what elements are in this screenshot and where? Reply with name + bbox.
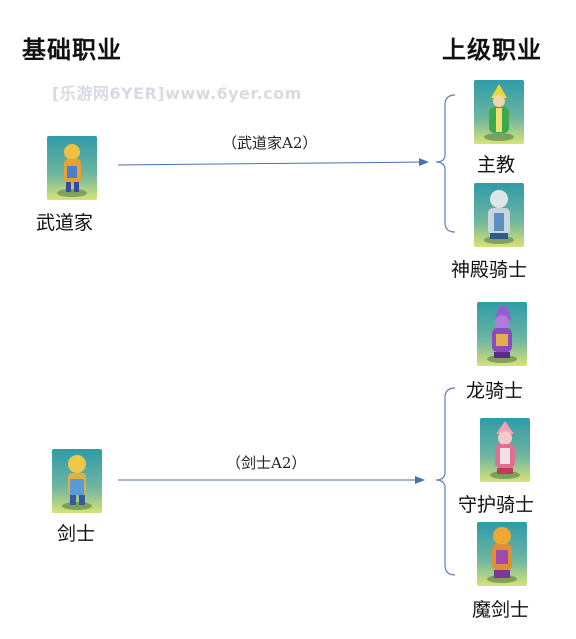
martial-artist-sprite xyxy=(47,136,97,200)
watermark: [乐游网6YER]www.6yer.com xyxy=(52,84,302,103)
advanced-class-header: 上级职业 xyxy=(442,36,542,64)
temple-knight-label: 神殿骑士 xyxy=(451,259,528,281)
martial-artist-label: 武道家 xyxy=(36,212,94,234)
guardian-knight-sprite xyxy=(480,418,530,482)
edge-label-martial-artist: （武道家A2） xyxy=(222,134,318,152)
bracket-martial-artist xyxy=(435,94,456,233)
dragon-knight-sprite xyxy=(477,302,527,366)
temple-knight-sprite xyxy=(474,183,524,247)
base-class-header: 基础职业 xyxy=(22,36,122,64)
swordsman-label: 剑士 xyxy=(57,523,96,545)
bracket-swordsman xyxy=(435,387,456,576)
edge-label-swordsman: （剑士A2） xyxy=(226,454,307,472)
guardian-knight-label: 守护骑士 xyxy=(458,494,535,516)
dragon-knight-label: 龙骑士 xyxy=(466,380,524,402)
arrow-martial-artist xyxy=(117,158,429,167)
magic-swordsman-label: 魔剑士 xyxy=(472,599,530,621)
magic-swordsman-sprite xyxy=(477,522,527,586)
swordsman-sprite xyxy=(52,449,102,513)
bishop-label: 主教 xyxy=(477,154,516,176)
bishop-sprite xyxy=(474,80,524,144)
